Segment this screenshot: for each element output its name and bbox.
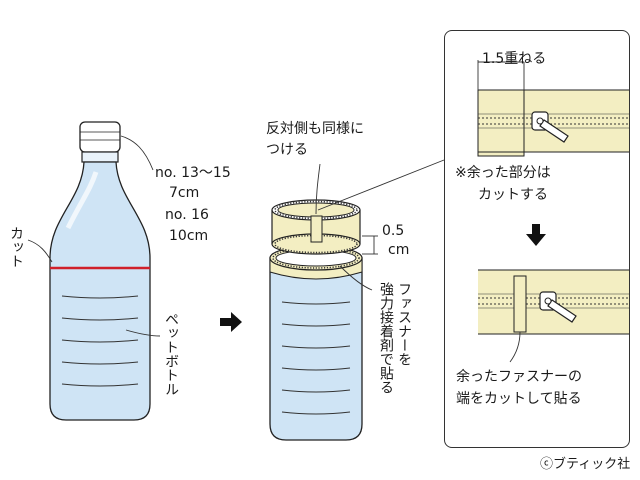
bottle-body [49, 161, 151, 421]
right-arrow-icon [220, 312, 242, 332]
pet-bottle [49, 121, 151, 421]
down-arrow-icon [526, 224, 546, 246]
label-cut: カット [8, 226, 24, 268]
label-glue-line1: ファスナーを [396, 282, 412, 366]
detail-panel [444, 30, 630, 448]
bottle-cylinder [269, 199, 363, 441]
label-offset-line1: 0.5 [382, 223, 405, 239]
label-cut-excess-line2: カットする [478, 187, 548, 203]
label-spec-line2: 7cm [169, 185, 200, 201]
label-overlap: 1.5重ねる [482, 51, 547, 67]
label-opposite-side-line2: つける [266, 142, 308, 158]
label-offset-line2: cm [388, 242, 410, 258]
bottle-cap-icon [79, 121, 121, 153]
copyright: ⓒブティック社 [540, 457, 631, 472]
label-end-line1: 余ったファスナーの [456, 369, 582, 385]
label-spec-line3: no. 16 [165, 207, 209, 223]
label-glue-line2: 強力接着剤で貼る [378, 282, 394, 394]
label-pet-bottle: ペットボトル [163, 312, 179, 396]
zipper-joint [310, 215, 323, 243]
zipper-slider-icon [531, 111, 569, 143]
label-spec-line1: no. 13〜15 [155, 165, 231, 181]
label-cut-excess-line1: ※余った部分は [455, 165, 551, 181]
label-spec-line4: 10cm [169, 228, 209, 244]
zipper-slider-icon [539, 291, 577, 323]
label-opposite-side-line1: 反対側も同様に [266, 121, 364, 137]
label-end-line2: 端をカットして貼る [456, 391, 582, 407]
